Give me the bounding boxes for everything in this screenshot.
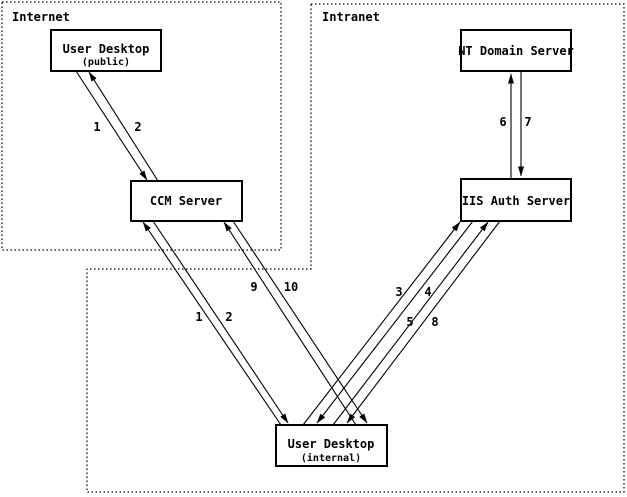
flow-label-2-internal: 2 bbox=[225, 310, 232, 324]
flow-arrow-8-iis-to-internal bbox=[346, 220, 501, 424]
flow-arrow-3-internal-to-iis bbox=[302, 221, 461, 426]
internet-zone-label: Internet bbox=[12, 10, 70, 24]
intranet-zone-border bbox=[86, 3, 625, 493]
flow-label-4: 4 bbox=[424, 285, 431, 299]
flow-label-1-internal: 1 bbox=[195, 310, 202, 324]
flow-arrow-10-ccm-to-internal bbox=[232, 220, 368, 424]
node-title: IIS Auth Server bbox=[462, 194, 570, 208]
node-box bbox=[275, 424, 388, 467]
node-title: User Desktop bbox=[63, 42, 150, 56]
flow-arrow-2-ccm-to-public bbox=[88, 71, 159, 182]
flow-label-2-public: 2 bbox=[134, 120, 141, 134]
flow-label-1-public: 1 bbox=[93, 120, 100, 134]
node-title: User Desktop bbox=[288, 437, 375, 451]
node-title: CCM Server bbox=[150, 194, 222, 208]
flow-label-6: 6 bbox=[499, 115, 506, 129]
node-subtitle: (public) bbox=[82, 56, 130, 68]
node-user-desktop-internal: User Desktop (internal) bbox=[275, 424, 388, 467]
flow-label-9: 9 bbox=[250, 280, 257, 294]
flow-arrow-4-iis-to-internal bbox=[316, 220, 474, 424]
flow-label-5: 5 bbox=[406, 315, 413, 329]
flow-arrow-1-internal-to-ccm bbox=[142, 221, 282, 426]
flow-arrow-5-internal-to-iis bbox=[332, 221, 489, 426]
node-box bbox=[460, 29, 572, 72]
node-user-desktop-public: User Desktop (public) bbox=[50, 29, 162, 72]
intranet-zone-label: Intranet bbox=[322, 10, 380, 24]
node-title: NT Domain Server bbox=[458, 44, 574, 58]
flow-arrow-9-internal-to-ccm bbox=[223, 221, 357, 426]
flow-label-3: 3 bbox=[395, 285, 402, 299]
node-nt-domain-server: NT Domain Server bbox=[458, 29, 574, 72]
node-box bbox=[460, 178, 572, 222]
node-subtitle: (internal) bbox=[301, 452, 361, 464]
flow-label-7: 7 bbox=[524, 115, 531, 129]
node-ccm-server: CCM Server bbox=[130, 180, 243, 222]
flow-arrow-2-ccm-to-internal bbox=[152, 220, 289, 424]
node-box bbox=[50, 29, 162, 72]
flow-arrow-1-public-to-ccm bbox=[75, 70, 148, 181]
node-iis-auth-server: IIS Auth Server bbox=[460, 178, 572, 222]
flow-label-10: 10 bbox=[284, 280, 298, 294]
node-box bbox=[130, 180, 243, 222]
flow-label-8: 8 bbox=[431, 315, 438, 329]
